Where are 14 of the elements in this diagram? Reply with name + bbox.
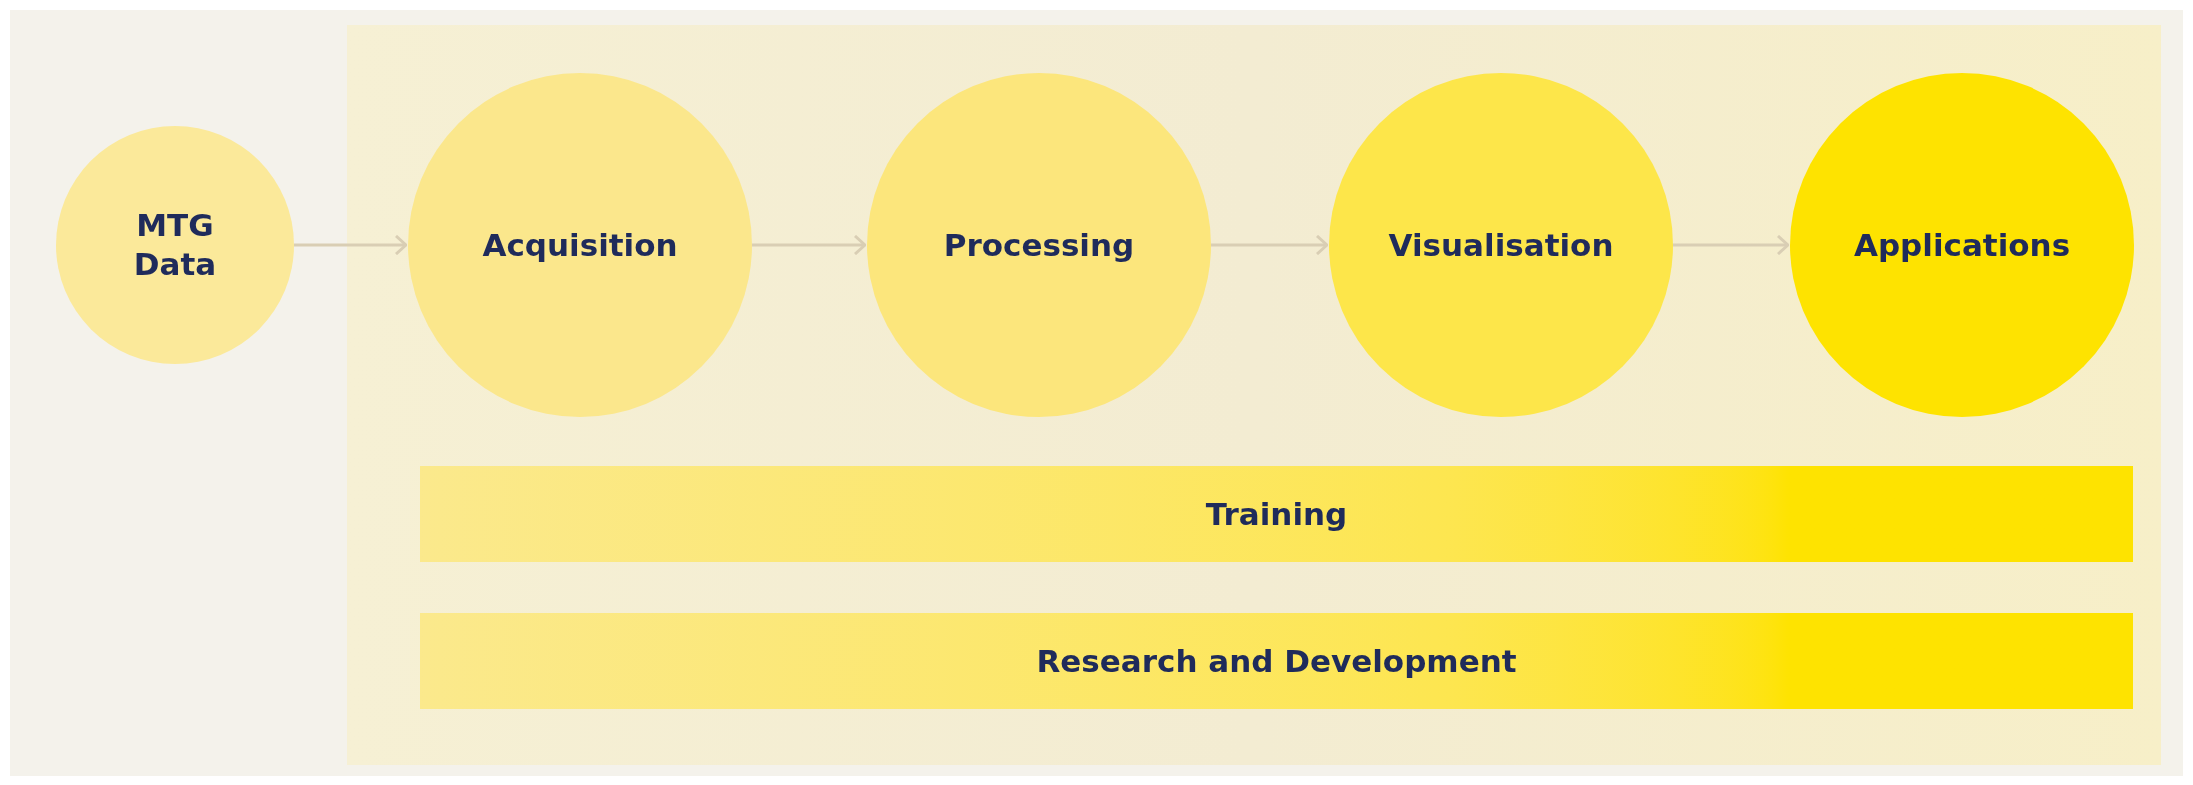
node-label: Visualisation [1388, 225, 1614, 265]
node-label: Acquisition [482, 225, 678, 265]
stage-bar [420, 613, 2133, 709]
arrow [294, 234, 408, 256]
arrow [1211, 234, 1329, 256]
panel-background [347, 25, 2161, 765]
node-label: Research and Development [1036, 641, 1517, 681]
stage-bar [420, 466, 2133, 562]
node-label: Processing [943, 225, 1135, 265]
arrow [752, 234, 867, 256]
node-label: Training [1205, 494, 1348, 534]
node-label: MTG Data [132, 206, 218, 284]
node-label: Applications [1853, 225, 2071, 265]
arrow [1673, 234, 1790, 256]
